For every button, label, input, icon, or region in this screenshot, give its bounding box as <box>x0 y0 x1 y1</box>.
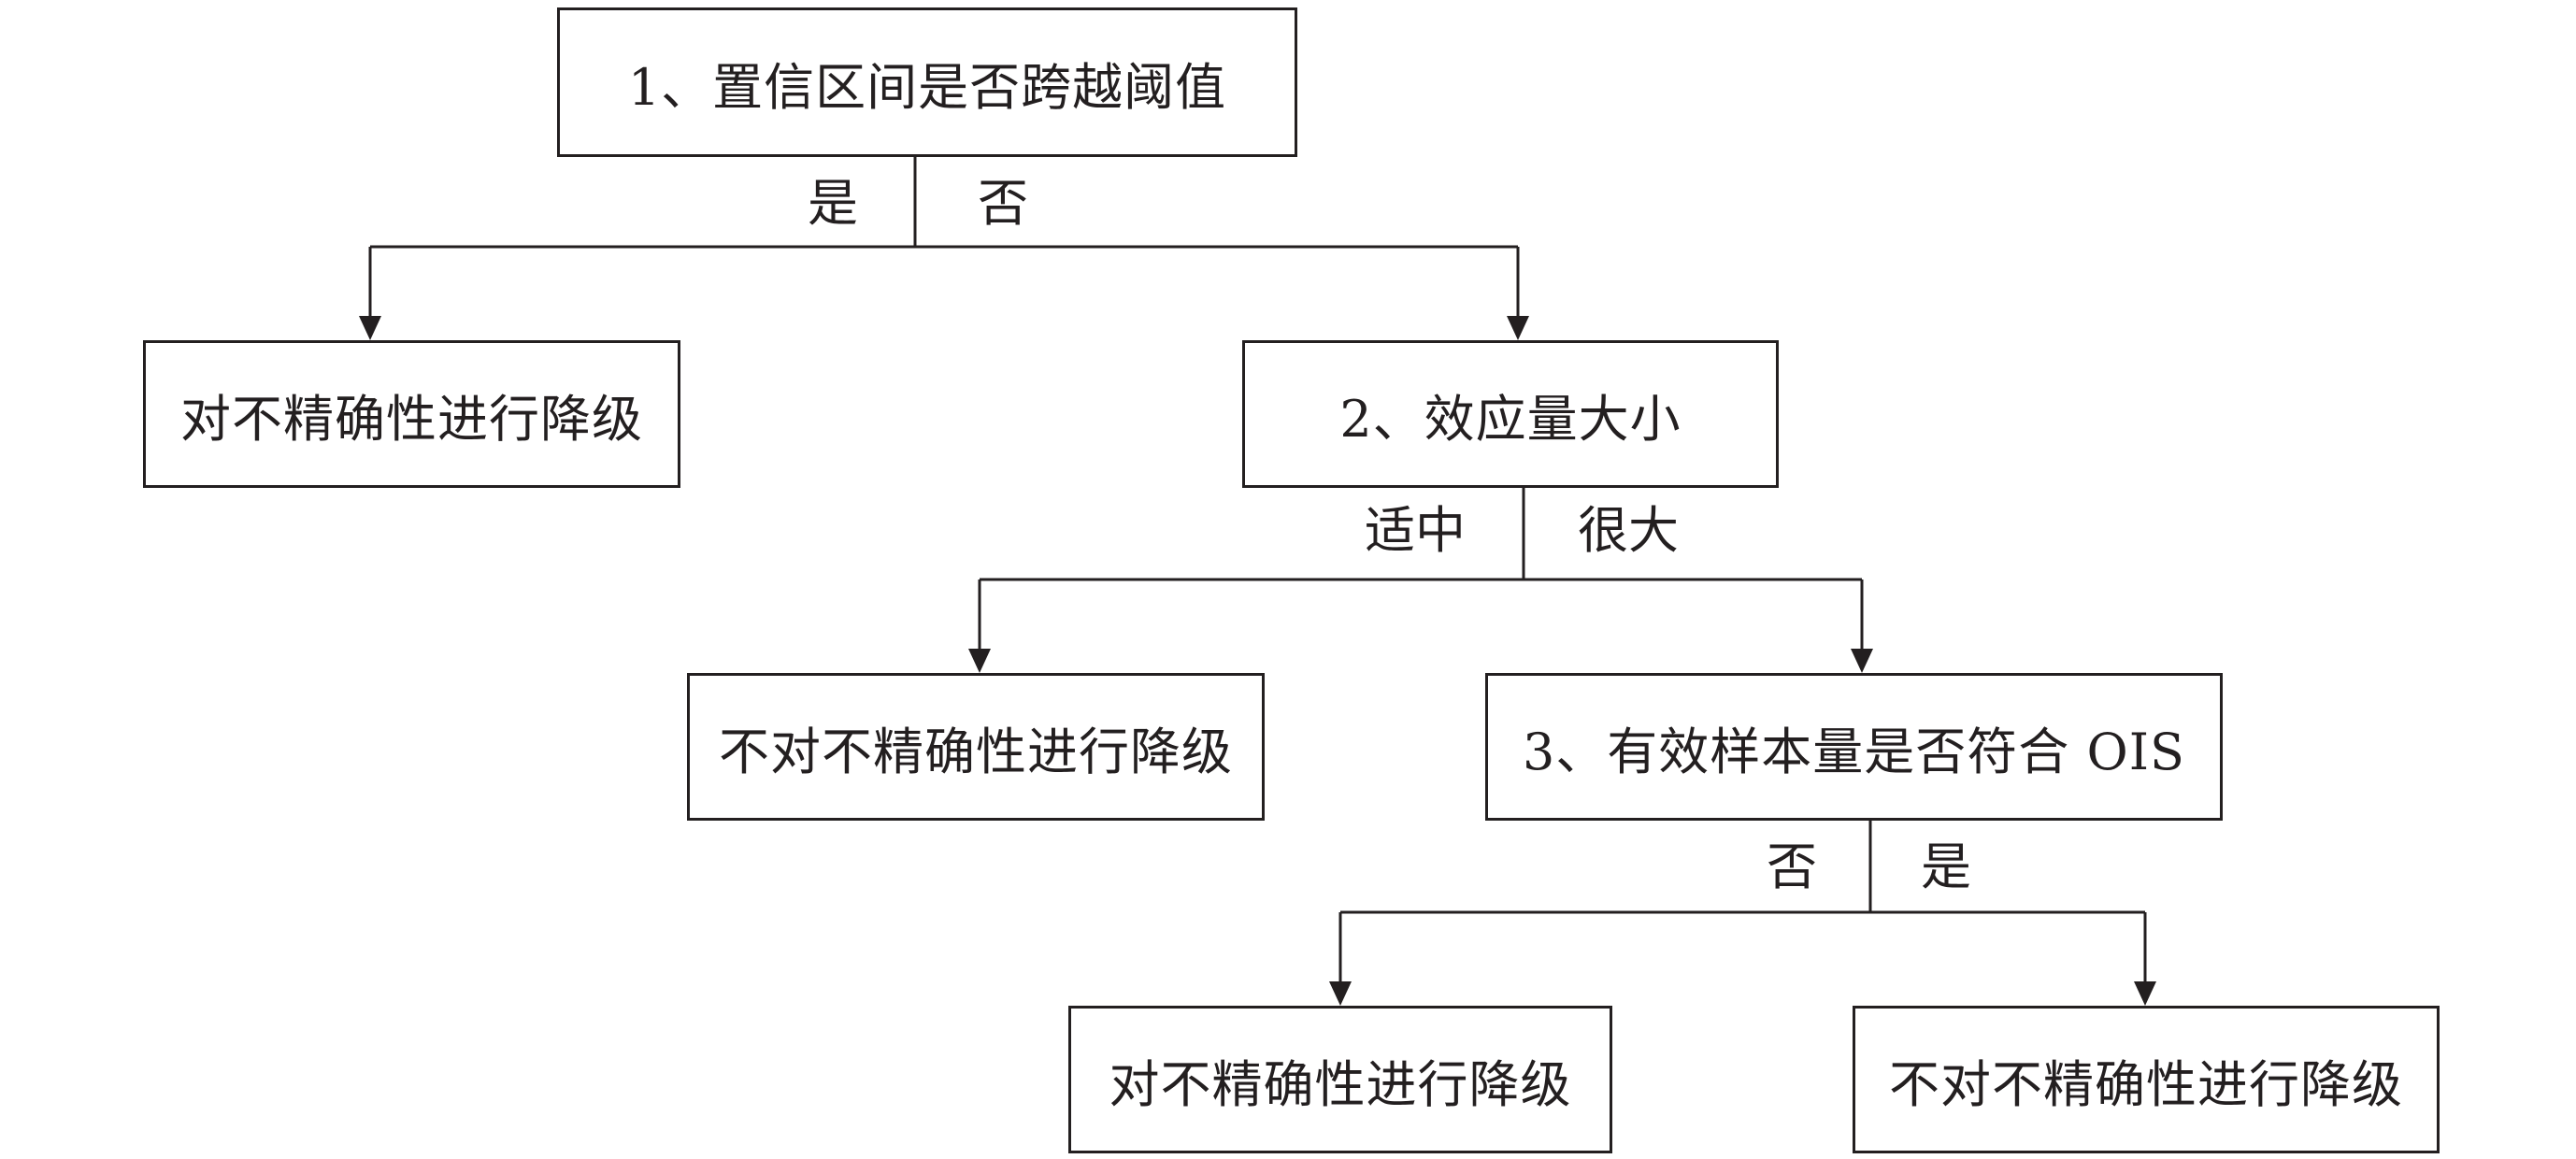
edge-label-q3-yes: 是 <box>1921 837 1971 896</box>
edge-label-q2-moderate: 适中 <box>1365 501 1466 560</box>
edge-label-q1-no: 否 <box>978 174 1028 233</box>
decision-box-effect-size: 2、效应量大小 <box>1242 340 1779 488</box>
edge-label-q3-no: 否 <box>1767 837 1817 896</box>
q1-no-arrowhead <box>1507 316 1529 340</box>
decision-box-confidence-interval: 1、置信区间是否跨越阈值 <box>557 7 1297 157</box>
q1-yes-arrowhead <box>359 316 381 340</box>
decision-box-optimal-information-size: 3、有效样本量是否符合 OIS <box>1485 673 2223 821</box>
q3-no-arrowhead <box>1329 981 1352 1006</box>
result-box-downgrade-imprecision: 对不精确性进行降级 <box>143 340 680 488</box>
q2-large-arrowhead <box>1851 649 1873 673</box>
q3-yes-arrowhead <box>2134 981 2156 1006</box>
edge-label-q2-large: 很大 <box>1578 501 1679 560</box>
result-box-downgrade-imprecision: 对不精确性进行降级 <box>1068 1006 1612 1153</box>
q2-moderate-arrowhead <box>968 649 991 673</box>
result-box-no-downgrade: 不对不精确性进行降级 <box>1853 1006 2440 1153</box>
edge-label-q1-yes: 是 <box>808 174 858 233</box>
result-box-no-downgrade: 不对不精确性进行降级 <box>687 673 1265 821</box>
